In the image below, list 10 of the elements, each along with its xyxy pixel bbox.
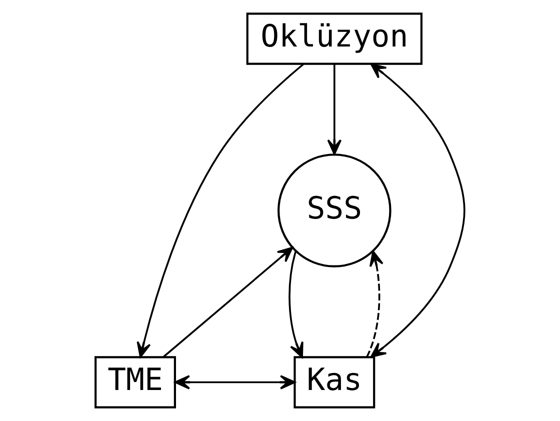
arrow (370, 63, 466, 358)
arrow (174, 375, 296, 390)
node-box: TME (94, 356, 176, 408)
node-box: Kas (294, 356, 376, 408)
arrow (327, 64, 342, 155)
arrow (136, 63, 304, 358)
arrow (366, 250, 384, 358)
arrow (288, 251, 304, 358)
arrow (162, 246, 294, 358)
node-box: Oklüzyon (246, 12, 422, 65)
